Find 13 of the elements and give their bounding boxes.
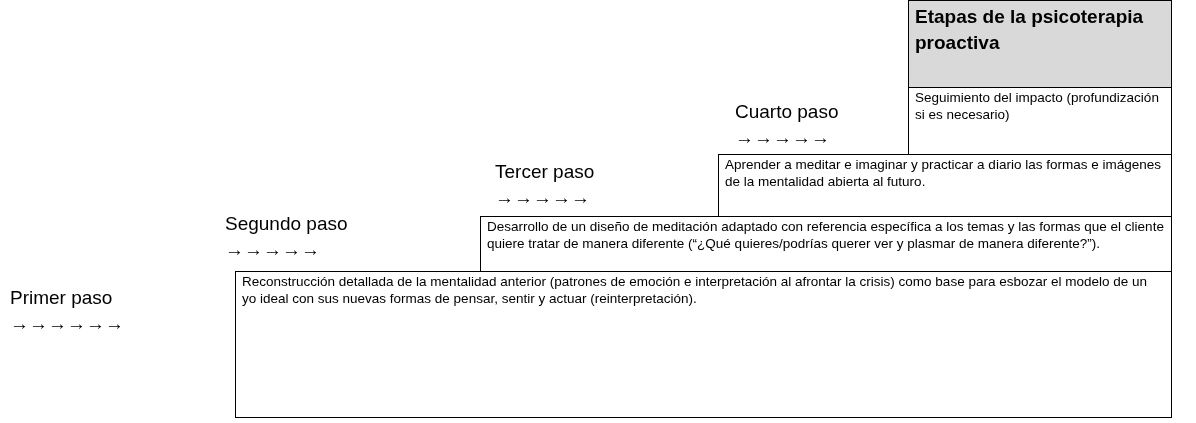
- step-box: Desarrollo de un diseño de meditación adaptado con referencia específica a los temas y las formas que el cliente quiere tratar de manera diferente (“¿Qué quieres/podrías querer ver y plasmar de manera diferente?”).: [480, 216, 1172, 272]
- step-label: Cuarto paso: [735, 100, 839, 124]
- step-box: Reconstrucción detallada de la mentalidad anterior (patrones de emoción e interpretación al afrontar la crisis) como base para esbozar el modelo de un yo ideal con sus nuevas formas de pensar, sentir y actuar (reinterpretación).: [235, 271, 1172, 418]
- arrow-symbols: →→→→→→: [10, 312, 124, 336]
- step-box: Seguimiento del impacto (profundización si es necesario): [908, 87, 1172, 155]
- arrow-symbols: →→→→→: [225, 238, 320, 262]
- step-label: Primer paso: [10, 286, 113, 310]
- arrow-symbols: →→→→→: [495, 186, 590, 210]
- step-label: Tercer paso: [495, 160, 595, 184]
- step-box: Aprender a meditar e imaginar y practicar a diario las formas e imágenes de la mentalidad abierta al futuro.: [718, 154, 1172, 217]
- step-label: Segundo paso: [225, 212, 348, 236]
- arrow-symbols: →→→→→: [735, 126, 830, 150]
- header-box: Etapas de la psicoterapia proactiva: [908, 0, 1172, 88]
